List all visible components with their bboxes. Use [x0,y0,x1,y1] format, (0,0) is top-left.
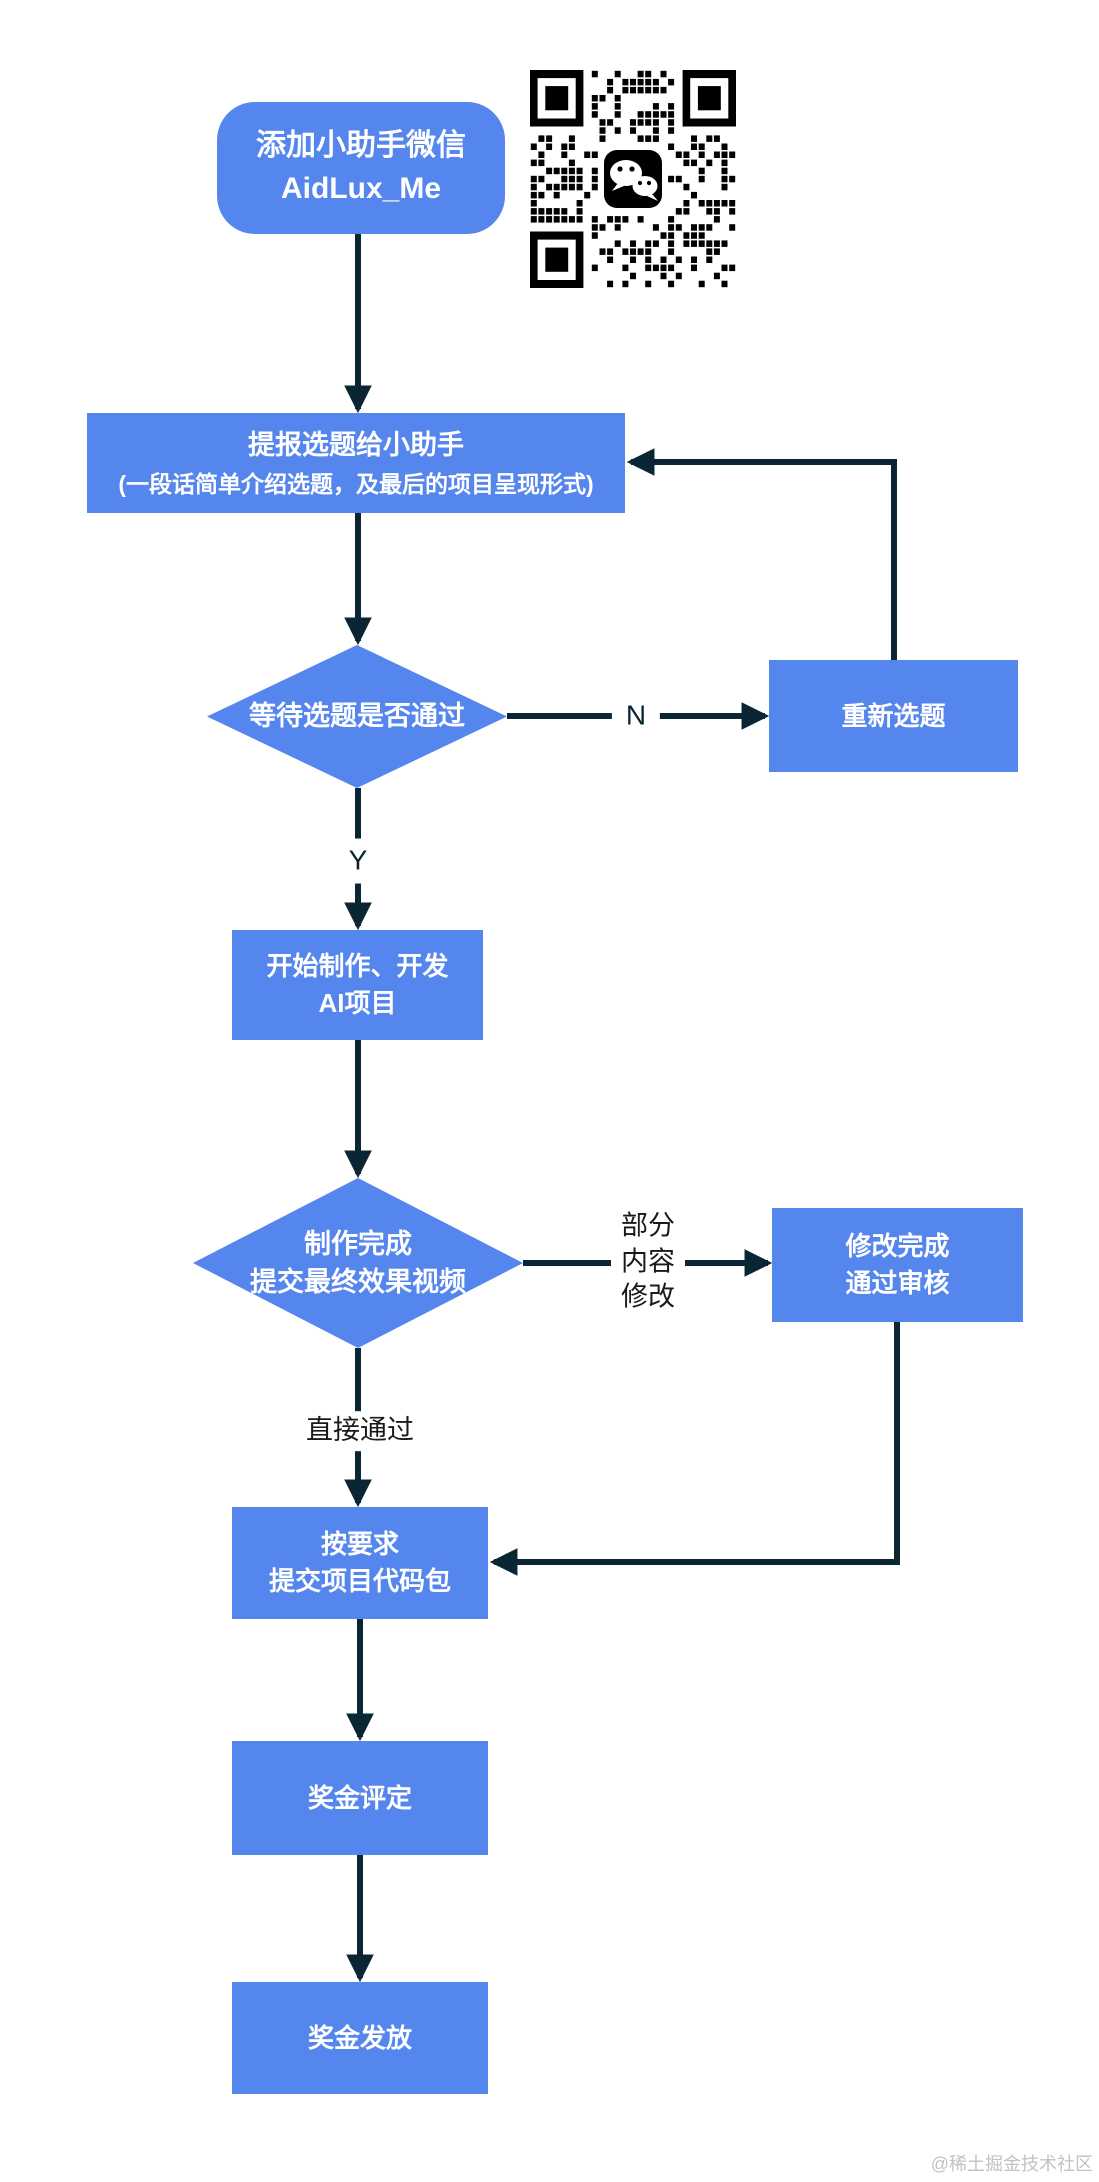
node-production-review-line1: 制作完成 [304,1228,412,1259]
wechat-qr-code [530,70,736,288]
node-revision-done-line2: 通过审核 [845,1268,950,1298]
node-submit-topic-title: 提报选题给小助手 [248,429,464,460]
edge-label-partial-line2: 内容 [621,1246,675,1277]
node-submit-code-line1: 按要求 [320,1529,399,1560]
node-add-wechat: 添加小助手微信 AidLux_Me [217,102,505,234]
node-start-dev: 开始制作、开发 AI项目 [232,930,483,1040]
node-redo-topic: 重新选题 [769,660,1018,772]
edge-label-partial-line1: 部分 [621,1210,675,1241]
node-start-dev-line1: 开始制作、开发 [266,951,449,982]
node-submit-topic-subtitle: (一段话简单介绍选题，及最后的项目呈现形式) [118,470,594,497]
node-submit-code: 按要求 提交项目代码包 [232,1507,488,1619]
edge-label-no: N [611,693,661,739]
wechat-icon [604,150,662,208]
node-bonus-payment: 奖金发放 [232,1982,488,2094]
edge-label-partial-revision: 部分 内容 修改 [611,1204,685,1320]
edge-label-partial-line3: 修改 [621,1281,675,1312]
watermark: @稀土掘金技术社区 [930,2154,1093,2174]
node-redo-topic-text: 重新选题 [841,700,946,731]
node-add-wechat-line1: 添加小助手微信 [256,129,466,163]
edge-label-direct-pass: 直接通过 [296,1411,424,1451]
node-production-review-line2: 提交最终效果视频 [250,1267,466,1297]
node-bonus-evaluation: 奖金评定 [232,1741,488,1855]
node-submit-topic: 提报选题给小助手 (一段话简单介绍选题，及最后的项目呈现形式) [87,413,625,513]
edge-redotopic-loop-to-submittopic [626,448,897,660]
node-bonus-evaluation-text: 奖金评定 [307,1782,412,1813]
node-add-wechat-line2: AidLux_Me [280,172,442,205]
node-submit-code-line2: 提交项目代码包 [268,1566,451,1596]
node-topic-review-text: 等待选题是否通过 [249,701,465,732]
node-revision-done: 修改完成 通过审核 [772,1208,1023,1322]
edge-revisiondone-loop-to-submitcode [489,1322,900,1576]
node-start-dev-line2: AI项目 [318,988,397,1018]
node-revision-done-line1: 修改完成 [845,1231,950,1262]
edge-label-yes: Y [334,838,382,884]
node-bonus-payment-text: 奖金发放 [307,2022,412,2053]
